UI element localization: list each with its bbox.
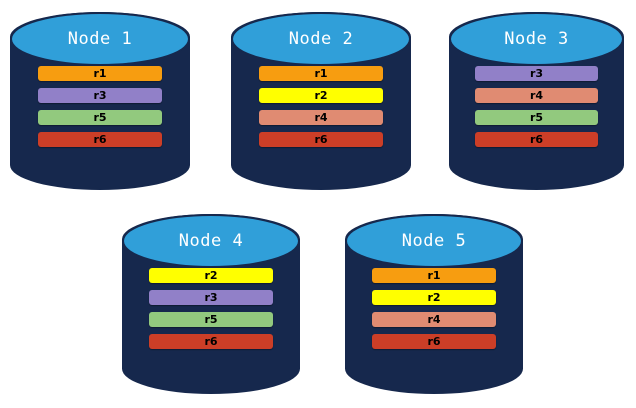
replica-label: r1 [93, 67, 107, 80]
replica-label: r5 [93, 111, 107, 124]
replica-bar-r3[interactable]: r3 [475, 66, 598, 81]
replica-label: r1 [427, 269, 441, 282]
replica-bar-r6[interactable]: r6 [149, 334, 273, 349]
replica-bar-r4[interactable]: r4 [372, 312, 496, 327]
replica-bar-r2[interactable]: r2 [149, 268, 273, 283]
node-4[interactable]: Node 4 r2 r3 r5 r6 [122, 214, 300, 394]
replica-list: r1 r2 r4 r6 [231, 66, 411, 147]
replica-label: r2 [204, 269, 218, 282]
node-title: Node 3 [504, 28, 569, 49]
replica-bar-r2[interactable]: r2 [259, 88, 383, 103]
node-title: Node 1 [67, 28, 133, 49]
replica-bar-r2[interactable]: r2 [372, 290, 496, 305]
replica-bar-r3[interactable]: r3 [149, 290, 273, 305]
node-title: Node 2 [288, 28, 354, 49]
replica-label: r4 [529, 89, 544, 102]
cylinder-top-ellipse: Node 3 [449, 12, 624, 66]
replica-label: r4 [314, 111, 328, 124]
node-2[interactable]: Node 2 r1 r2 r4 r6 [231, 12, 411, 190]
replica-label: r3 [529, 67, 544, 80]
cylinder-top-ellipse: Node 4 [122, 214, 300, 268]
replica-label: r6 [204, 335, 218, 348]
replica-bar-r3[interactable]: r3 [38, 88, 162, 103]
replica-list: r1 r2 r4 r6 [345, 268, 523, 349]
replica-bar-r6[interactable]: r6 [259, 132, 383, 147]
replica-label: r6 [529, 133, 544, 146]
cylinder-top-ellipse: Node 5 [345, 214, 523, 268]
replica-bar-r6[interactable]: r6 [475, 132, 598, 147]
replica-label: r2 [314, 89, 328, 102]
replica-label: r1 [314, 67, 328, 80]
replica-label: r3 [204, 291, 218, 304]
node-3[interactable]: Node 3 r3 r4 r5 r6 [449, 12, 624, 190]
replica-label: r4 [427, 313, 441, 326]
replica-label: r2 [427, 291, 441, 304]
cylinder-top-ellipse: Node 2 [231, 12, 411, 66]
replica-label: r6 [314, 133, 328, 146]
replica-bar-r6[interactable]: r6 [372, 334, 496, 349]
replica-bar-r5[interactable]: r5 [149, 312, 273, 327]
replica-label: r6 [93, 133, 107, 146]
replica-bar-r5[interactable]: r5 [475, 110, 598, 125]
replica-bar-r4[interactable]: r4 [475, 88, 598, 103]
replica-bar-r4[interactable]: r4 [259, 110, 383, 125]
node-5[interactable]: Node 5 r1 r2 r4 r6 [345, 214, 523, 394]
replica-label: r3 [93, 89, 107, 102]
replica-label: r5 [204, 313, 218, 326]
replica-list: r2 r3 r5 r6 [122, 268, 300, 349]
replica-bar-r1[interactable]: r1 [259, 66, 383, 81]
replica-bar-r1[interactable]: r1 [372, 268, 496, 283]
node-title: Node 4 [178, 230, 244, 251]
cylinder-top-ellipse: Node 1 [10, 12, 190, 66]
replica-label: r6 [427, 335, 441, 348]
replica-bar-r6[interactable]: r6 [38, 132, 162, 147]
node-1[interactable]: Node 1 r1 r3 r5 r6 [10, 12, 190, 190]
replica-bar-r5[interactable]: r5 [38, 110, 162, 125]
replica-bar-r1[interactable]: r1 [38, 66, 162, 81]
replica-list: r3 r4 r5 r6 [449, 66, 624, 147]
node-title: Node 5 [401, 230, 467, 251]
replica-label: r5 [529, 111, 544, 124]
replica-list: r1 r3 r5 r6 [10, 66, 190, 147]
